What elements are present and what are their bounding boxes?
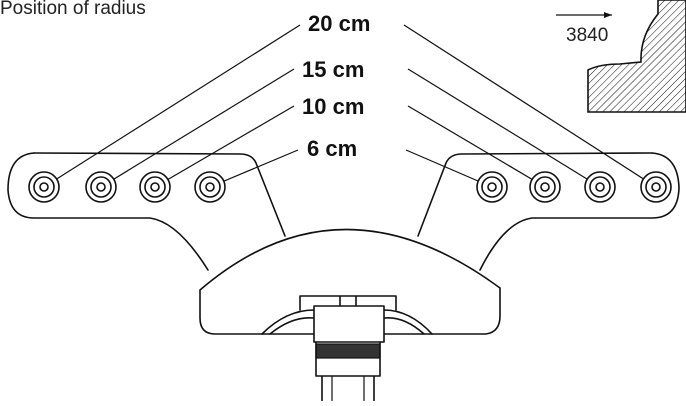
socket-left-20cm (28, 171, 60, 203)
right-arm-outline (417, 152, 653, 237)
left-curve-detail (261, 309, 315, 335)
right-arm-lower (479, 152, 680, 271)
label-20cm: 20 cm (308, 11, 370, 36)
socket-right-20cm (640, 171, 672, 203)
socket-left-6cm (194, 171, 226, 203)
left-arm-lower (7, 152, 209, 271)
socket-right-6cm (476, 171, 508, 203)
label-10cm: 10 cm (302, 94, 364, 119)
label-6cm: 6 cm (307, 136, 357, 161)
applicator-body (7, 152, 680, 402)
left-arm-outline (33, 152, 286, 237)
socket-left-10cm (139, 171, 171, 203)
right-curve-detail (383, 309, 433, 335)
connector-block (313, 305, 385, 343)
neck (299, 295, 397, 311)
knurled-ring (315, 343, 381, 359)
inset-arrowhead-icon (604, 12, 612, 18)
socket-right-15cm (584, 171, 616, 203)
leader-lines (43, 24, 657, 188)
socket-right-10cm (529, 171, 561, 203)
socket-left-15cm (85, 171, 117, 203)
label-15cm: 15 cm (302, 57, 364, 82)
arch-housing (199, 228, 501, 335)
inset-value-label: 3840 (566, 25, 608, 46)
hatched-profile (587, 0, 686, 113)
handle-shaft (315, 341, 381, 402)
caption-position-of-radius: Position of radius (0, 0, 146, 19)
cross-section-inset: 3840 (556, 0, 686, 113)
